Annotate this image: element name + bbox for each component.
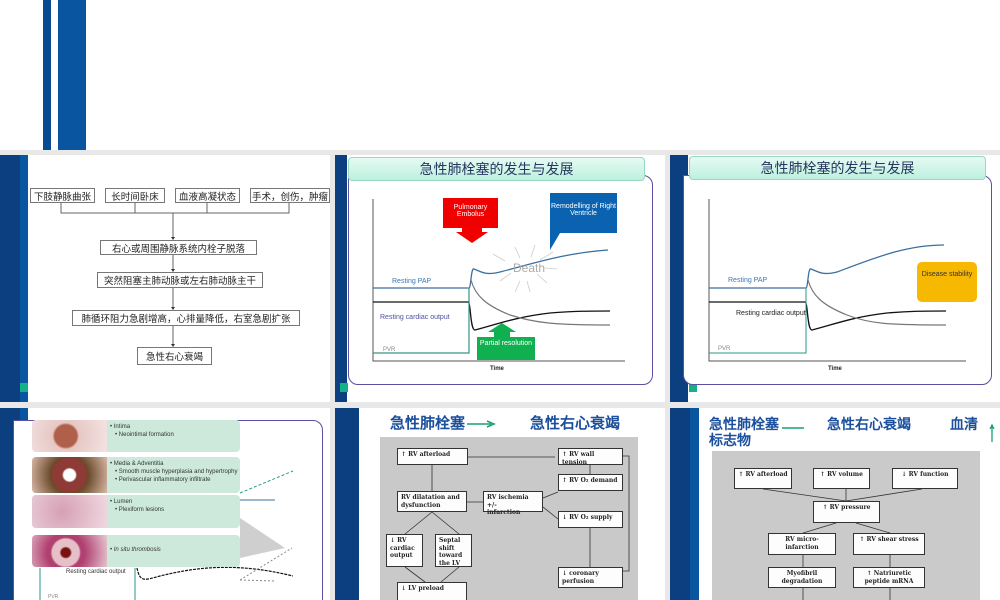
title-part-a: 急性肺栓塞 <box>709 417 779 433</box>
cause-box: 下肢静脉曲张 <box>30 188 95 203</box>
cause-box: 手术，创伤，肿瘤 <box>250 188 330 203</box>
pap-label: Resting PAP <box>392 278 432 285</box>
flow-box: ↑ RV pressure <box>813 501 880 523</box>
panel-heading: • Intima <box>110 424 131 430</box>
figure-arrows <box>762 488 923 600</box>
panel-bullet: • Plexiform lesions <box>115 507 165 514</box>
decor-bar <box>58 0 86 150</box>
pvr-label: PVR <box>383 347 396 353</box>
slide-title: 急性肺栓塞的发生与发展 <box>348 157 645 181</box>
background-chart <box>39 470 294 600</box>
cardiac-output-label: Resting cardiac output <box>66 569 126 575</box>
slide-thumbnail-2[interactable]: 急性肺栓塞的发生与发展 Resting PAP Resting cardiac … <box>335 155 665 402</box>
hemodynamics-chart <box>708 199 977 362</box>
pathology-panel: • In situ thrombosis <box>32 535 240 567</box>
flow-box: ↓ coronary perfusion <box>558 567 623 588</box>
step-box: 急性右心衰竭 <box>137 347 212 365</box>
title-left: 急性肺栓塞 <box>390 414 466 432</box>
decor-bar <box>43 0 51 150</box>
figure-arrows <box>404 455 630 583</box>
cause-box: 长时间卧床 <box>105 188 165 203</box>
cardiac-output-label: Resting cardiac output <box>380 314 450 321</box>
histology-image <box>32 495 107 528</box>
arrow-up-icon <box>989 424 995 442</box>
panel-bullet: • Neointimal formation <box>115 432 174 439</box>
slide-thumbnail-5[interactable]: 急性肺栓塞 急性右心衰竭 ↑ RV afterload ↑ RV wall te… <box>335 408 665 600</box>
slide-thumbnail-6[interactable]: 急性肺栓塞 急性右心衰竭 血清 标志物 ↑ RV afterload ↑ RV … <box>670 408 1000 600</box>
decor-bar <box>335 155 347 402</box>
stability-label: Disease stability <box>921 271 973 278</box>
pathology-panel: • Intima • Neointimal formation <box>32 420 240 452</box>
step-box: 右心或周围静脉系统内栓子脱落 <box>100 240 257 255</box>
panel-heading: • Lumen <box>110 499 133 505</box>
slide-thumbnail-4[interactable]: Resting cardiac output PVR • Intima • Neo… <box>0 408 330 600</box>
pathology-panel: • Lumen • Plexiform lesions <box>32 495 240 528</box>
flow-box: Septal shift toward the LV <box>435 534 472 567</box>
cause-box: 血液高凝状态 <box>175 188 240 203</box>
flow-box: ↑ RV afterload <box>734 468 792 489</box>
flow-box: Myofibril degradation <box>768 567 836 588</box>
step-box: 突然阻塞主肺动脉或左右肺动脉主干 <box>97 272 263 288</box>
decor-bar <box>0 155 20 402</box>
decor-square <box>340 383 348 392</box>
cardiac-output-label: Resting cardiac output <box>736 310 806 317</box>
flow-box: ↑ RV shear stress <box>853 533 925 555</box>
decor-bar <box>335 408 359 600</box>
decor-bar <box>670 408 690 600</box>
slide-thumbnail-1[interactable]: 下肢静脉曲张 长时间卧床 血液高凝状态 手术，创伤，肿瘤 右心或周围静脉系统内栓… <box>0 155 330 402</box>
title-part-b: 急性右心衰竭 <box>827 417 911 433</box>
slide-title: 急性肺栓塞的发生与发展 <box>689 156 986 180</box>
flow-box: ↓ LV preload <box>397 582 467 600</box>
decor-square <box>20 383 28 392</box>
flow-connectors <box>60 203 290 347</box>
decor-bar <box>690 408 699 600</box>
pvr-label: PVR <box>48 594 59 600</box>
arrow-right-icon <box>782 427 804 429</box>
slide-thumbnail-3[interactable]: 急性肺栓塞的发生与发展 Resting PAP Resting cardiac … <box>670 155 1000 402</box>
flow-box: ↑ Natriuretic peptide mRNA <box>853 567 925 588</box>
embolus-label: Pulmonary Embolus <box>453 204 488 218</box>
panel-heading: • Media & Adventitia <box>110 461 164 467</box>
step-box: 肺循环阻力急剧增高，心排量降低，右室急剧扩张 <box>72 310 300 326</box>
title-part-d: 标志物 <box>709 433 751 449</box>
pap-label: Resting PAP <box>728 277 768 284</box>
decor-square <box>689 383 697 392</box>
title-right: 急性右心衰竭 <box>530 414 621 432</box>
remodel-label: Remodelling of Right Ventricle <box>551 203 616 217</box>
flow-box: ↓ RV function <box>892 468 958 489</box>
time-axis-label: Time <box>490 366 504 372</box>
arrow-right-icon <box>467 420 496 428</box>
flow-box: RV dilatation and dysfunction <box>397 491 467 512</box>
pvr-label: PVR <box>718 346 731 352</box>
flow-box: ↓ RV O₂ supply <box>558 511 623 528</box>
histology-image <box>32 420 107 452</box>
flow-box: ↑ RV wall tension <box>558 448 623 466</box>
slide-thumbnail-prev[interactable] <box>0 0 1000 150</box>
flow-box: RV ischemia +/- infarction <box>483 491 543 516</box>
title-part-c: 血清 <box>950 417 978 433</box>
histology-image <box>32 535 107 567</box>
time-axis-label: Time <box>828 366 842 372</box>
panel-bullet: • Perivascular inflammatory infiltrate <box>115 477 211 484</box>
histology-image <box>32 457 107 493</box>
hemodynamics-chart <box>372 193 625 362</box>
flow-box: ↑ RV afterload <box>397 448 468 465</box>
panel-bullet: • Smooth muscle hyperplasia and hypertro… <box>115 469 238 476</box>
flow-box: RV micro-infarction <box>768 533 836 555</box>
flow-box: ↑ RV O₂ demand <box>558 474 623 491</box>
resolution-label: Partial resolution <box>479 340 533 347</box>
flow-box: ↑ RV volume <box>813 468 870 489</box>
pathology-panel: • Media & Adventitia • Smooth muscle hype… <box>32 457 240 493</box>
decor-bar <box>20 155 28 402</box>
panel-heading: • In situ thrombosis <box>110 547 161 553</box>
flow-box: ↓ RV cardiac output <box>386 534 423 567</box>
death-label: Death <box>513 261 546 275</box>
